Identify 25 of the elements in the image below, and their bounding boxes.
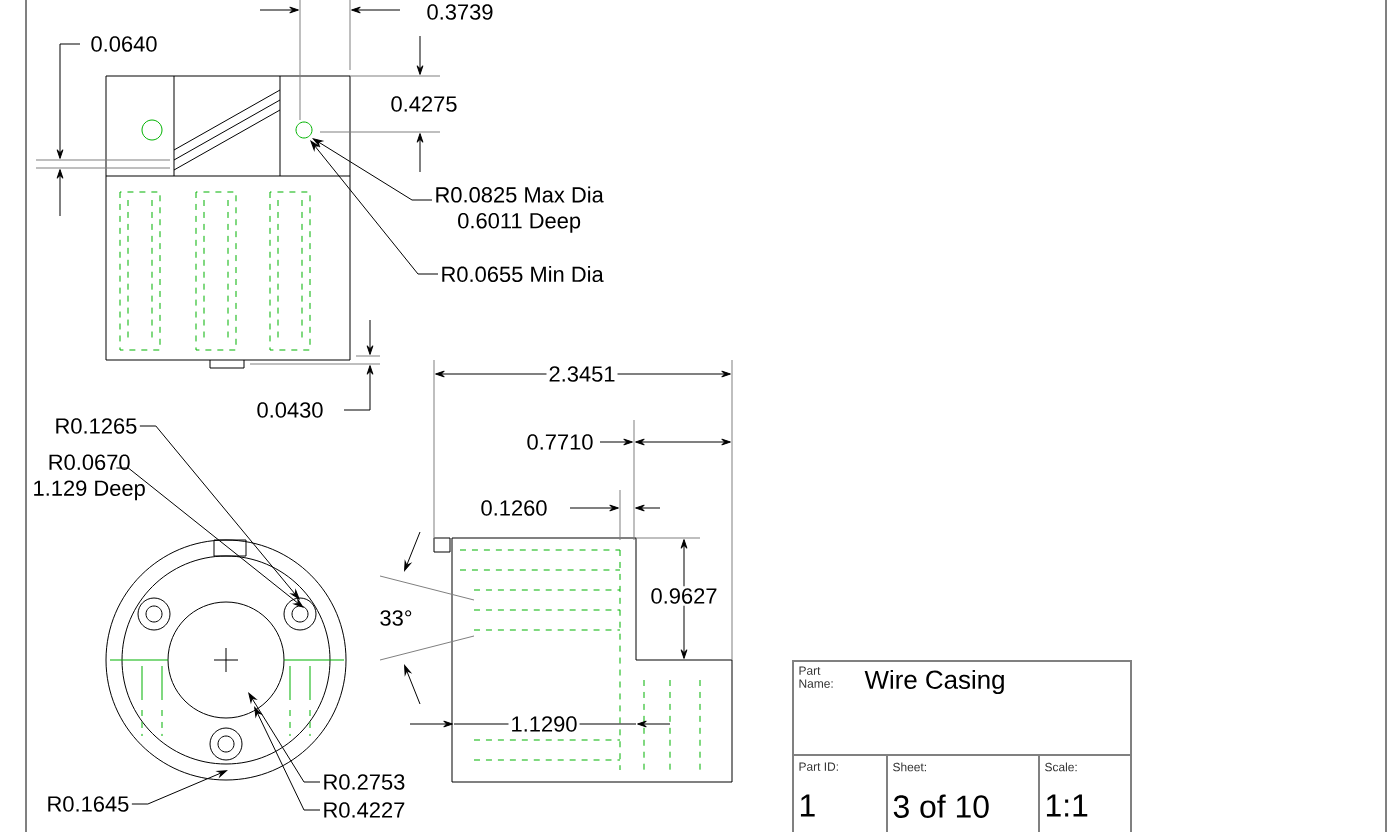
- leader-line: [131, 770, 228, 805]
- leader-line: [312, 138, 433, 201]
- callout-text: R0.4227: [324, 802, 405, 818]
- leader-line: [248, 692, 321, 783]
- dimension-text: 2.3451: [546, 364, 618, 384]
- dimension-text: 0.0640: [88, 34, 160, 54]
- dimension-text: 0.3739: [424, 2, 496, 22]
- leader-line: [254, 706, 321, 811]
- dimension-text: 33°: [377, 608, 415, 628]
- callout-text: R0.1265: [56, 418, 137, 434]
- callout-text: R0.0670 1.129 Deep: [34, 454, 145, 501]
- leader-line: [139, 425, 300, 600]
- top-view-drawing: [105, 75, 351, 369]
- leader-line: [115, 467, 304, 608]
- callout-text: R0.1645: [48, 796, 129, 812]
- dimension-text: 1.1290: [508, 714, 580, 734]
- dimension-text: 0.7710: [524, 432, 596, 452]
- leader-line: [310, 140, 439, 275]
- dimension-text: 0.1260: [478, 498, 550, 518]
- callout-text: R0.2753: [324, 774, 405, 790]
- dimension-text: 0.0430: [254, 400, 326, 420]
- dimension-text: 0.9627: [648, 586, 720, 606]
- callout-text: R0.0825 Max Dia 0.6011 Deep: [436, 186, 604, 233]
- callout-text: R0.0655 Min Dia: [442, 265, 604, 283]
- dimension-text: 0.4275: [388, 94, 460, 114]
